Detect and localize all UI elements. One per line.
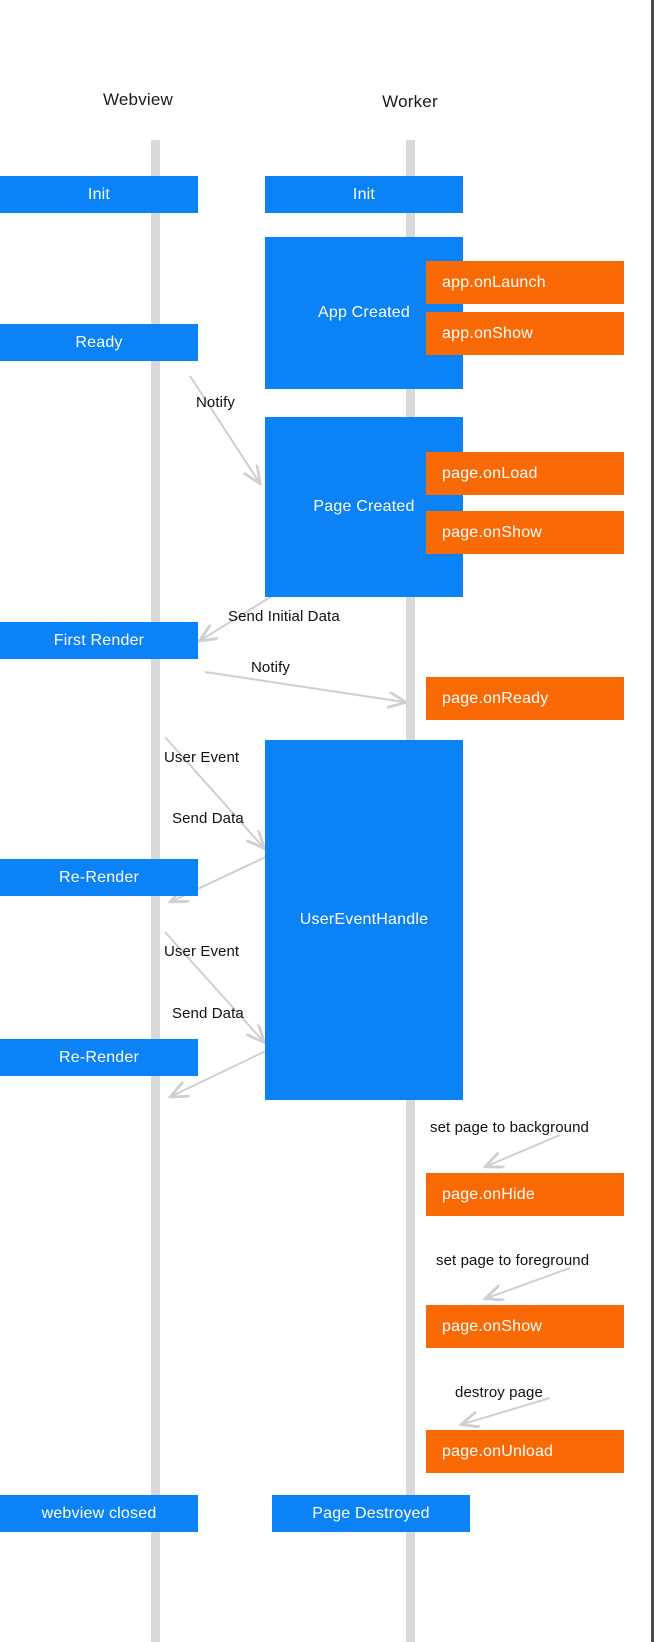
webview-activation-box: Re-Render <box>0 1039 198 1076</box>
actor-label-worker: Worker <box>382 92 438 111</box>
lifecycle-callback-box: app.onShow <box>426 312 624 355</box>
worker-activation-box-label: App Created <box>317 304 411 321</box>
worker-activation-box-label: Init <box>352 185 376 203</box>
message-label: set page to background <box>430 1119 589 1136</box>
message-arrow <box>487 1134 561 1166</box>
webview-activation-box-label: Ready <box>75 333 123 351</box>
webview-activation-box-label: Re-Render <box>58 868 140 886</box>
webview-activation-box: webview closed <box>0 1495 198 1532</box>
worker-activation-box: Page Created <box>265 417 463 597</box>
lifecycle-callback-label: page.onHide <box>442 1185 535 1203</box>
lifecycle-callback-box: page.onHide <box>426 1173 624 1216</box>
message-label: Send Initial Data <box>228 608 340 625</box>
webview-activation-box: Ready <box>0 324 198 361</box>
lifecycle-callback-label: page.onShow <box>442 523 543 541</box>
worker-activation-box-label: Page Destroyed <box>312 1504 430 1522</box>
lifecycle-callback-label: page.onLoad <box>442 464 538 482</box>
message-label: destroy page <box>455 1384 543 1401</box>
worker-activation-box-label: UserEventHandle <box>299 911 429 928</box>
message-arrow <box>189 375 259 482</box>
lifecycle-callback-box: app.onLaunch <box>426 261 624 304</box>
webview-activation-box-label: Init <box>87 185 111 203</box>
message-label: set page to foreground <box>436 1252 590 1269</box>
worker-activation-box: Init <box>265 176 463 213</box>
lifecycle-callback-box: page.onShow <box>426 511 624 554</box>
message-label: User Event <box>164 749 240 766</box>
lifecycle-callback-label: app.onShow <box>442 324 533 342</box>
message-label: Send Data <box>172 810 244 827</box>
lifecycle-callback-box: page.onShow <box>426 1305 624 1348</box>
message-label: Notify <box>196 394 235 411</box>
message-label: Notify <box>251 659 290 676</box>
webview-activation-box-label: webview closed <box>41 1504 157 1522</box>
webview-activation-box-label: First Render <box>53 631 145 649</box>
webview-activation-box: First Render <box>0 622 198 659</box>
lifecycle-callback-box: page.onUnload <box>426 1430 624 1473</box>
lifecycle-callback-label: page.onShow <box>442 1317 543 1335</box>
worker-activation-box: UserEventHandle <box>265 740 463 1100</box>
message-arrow <box>487 1267 571 1298</box>
lifecycle-callback-box: page.onReady <box>426 677 624 720</box>
lifecycle-callback-label: page.onReady <box>442 689 549 707</box>
actor-label-webview: Webview <box>102 90 174 109</box>
worker-activation-box: Page Destroyed <box>272 1495 470 1532</box>
webview-activation-box: Init <box>0 176 198 213</box>
worker-activation-box-label: Page Created <box>313 498 415 515</box>
webview-activation-box: Re-Render <box>0 859 198 896</box>
message-arrow <box>204 671 404 702</box>
message-label: Send Data <box>172 1005 244 1022</box>
lifecycle-callback-box: page.onLoad <box>426 452 624 495</box>
webview-activation-box-label: Re-Render <box>58 1048 140 1066</box>
message-arrow <box>463 1397 551 1424</box>
lifecycle-callback-label: app.onLaunch <box>442 273 546 291</box>
lifecycle-callback-label: page.onUnload <box>442 1442 554 1460</box>
message-label: User Event <box>164 943 240 960</box>
right-edge-border <box>651 0 654 1642</box>
